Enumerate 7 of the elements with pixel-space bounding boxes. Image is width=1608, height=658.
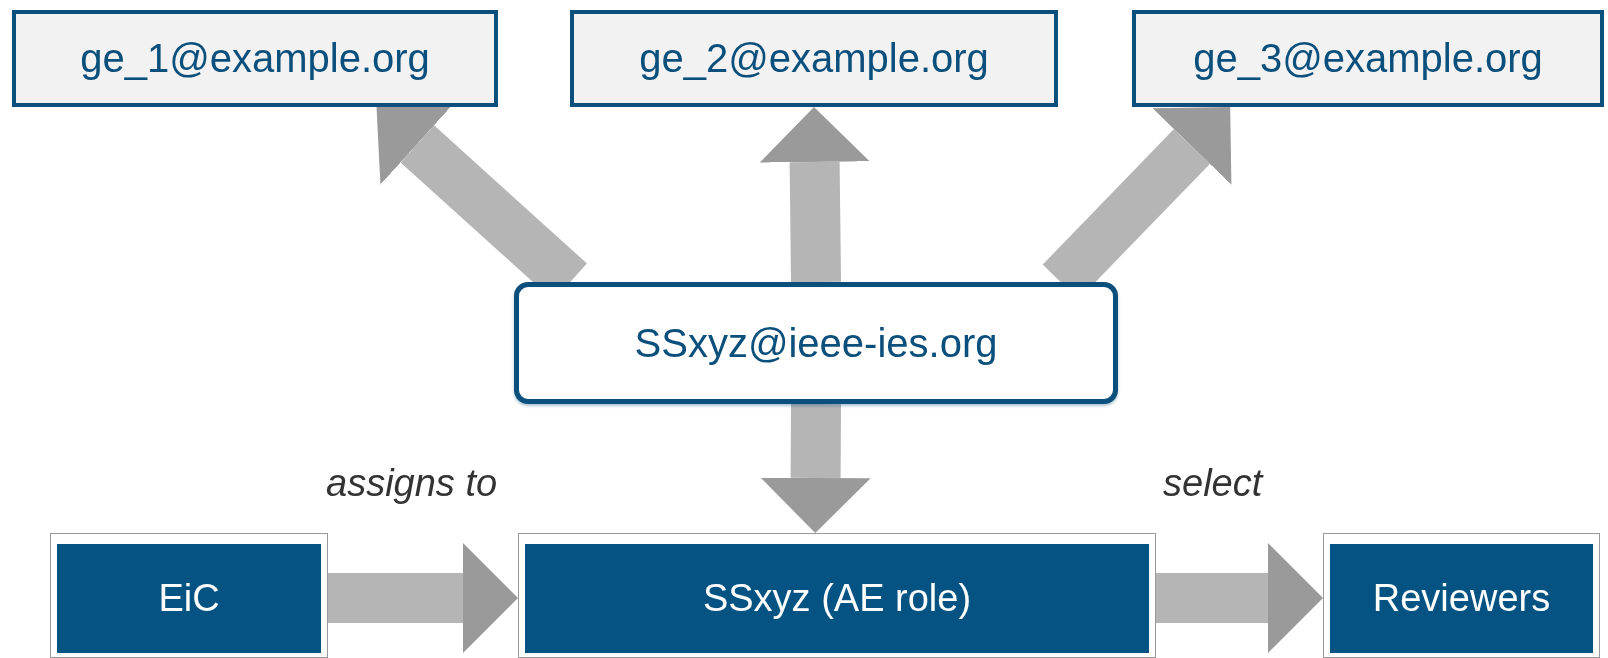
role-box: EiC [57,544,321,653]
role-box: SSxyz (AE role) [525,544,1149,653]
email-box: ge_2@example.org [570,10,1058,107]
email-box: ge_3@example.org [1132,10,1604,107]
role-box: Reviewers [1330,544,1593,653]
email-box: ge_1@example.org [12,10,498,107]
email-box: SSxyz@ieee-ies.org [514,282,1118,404]
